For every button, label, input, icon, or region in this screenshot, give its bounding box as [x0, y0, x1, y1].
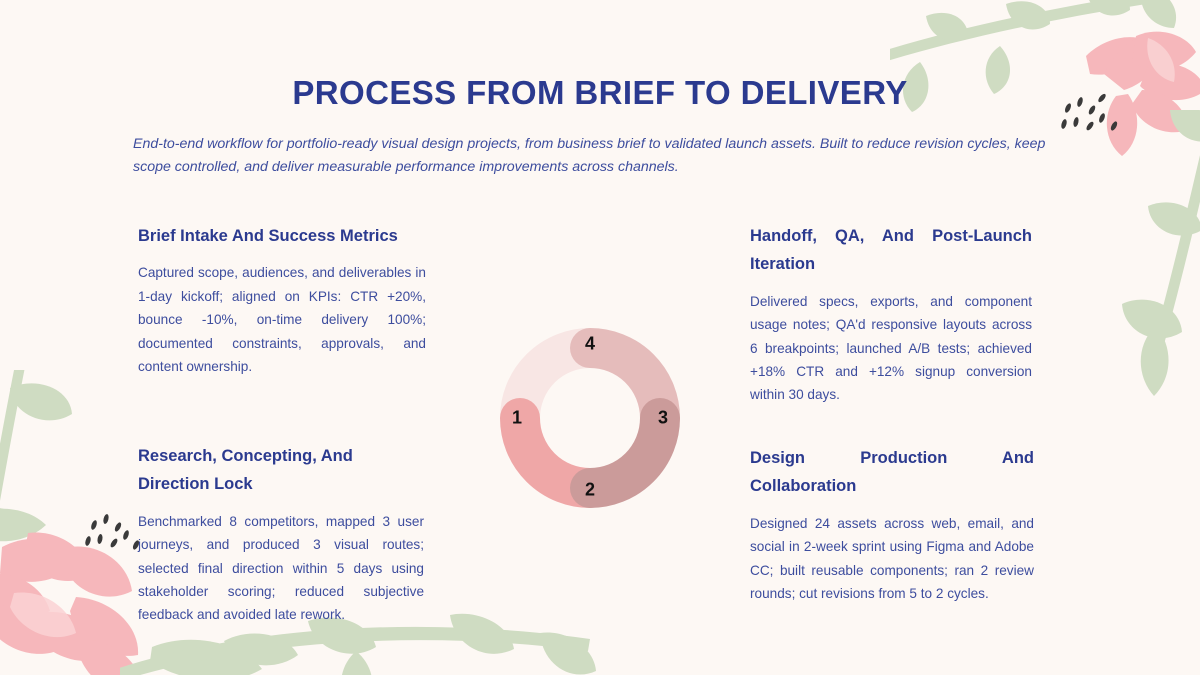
page-title: PROCESS FROM BRIEF TO DELIVERY — [292, 74, 908, 111]
step-1-heading: Brief Intake And Success Metrics — [138, 227, 398, 245]
donut-label-1: 1 — [511, 407, 523, 428]
donut-segment-2 — [570, 398, 680, 508]
process-step-3: Handoff, QA, And Post-Launch Iteration D… — [750, 222, 1032, 407]
step-2-heading: Research, Concepting, And Direction Lock — [138, 447, 353, 494]
process-donut-chart: 1 2 3 4 — [470, 298, 710, 538]
step-3-heading: Handoff, QA, And Post-Launch Iteration — [750, 227, 1032, 274]
page-subtitle: End-to-end workflow for portfolio-ready … — [133, 136, 1046, 175]
donut-label-2: 2 — [584, 479, 596, 500]
donut-svg — [500, 328, 680, 508]
process-step-2: Research, Concepting, And Direction Lock… — [138, 442, 424, 627]
step-3-body: Delivered specs, exports, and component … — [750, 293, 1032, 403]
donut-label-3: 3 — [657, 407, 669, 428]
step-1-body: Captured scope, audiences, and deliverab… — [138, 265, 426, 374]
step-4-heading: Design Production And Collaboration — [750, 449, 1034, 496]
vine-left-icon — [0, 370, 72, 630]
donut-label-4: 4 — [584, 333, 596, 354]
step-4-body: Designed 24 assets across web, email, an… — [750, 515, 1034, 601]
process-step-1: Brief Intake And Success Metrics Capture… — [138, 222, 426, 378]
process-step-4: Design Production And Collaboration Desi… — [750, 444, 1034, 605]
step-2-body: Benchmarked 8 competitors, mapped 3 user… — [138, 513, 424, 623]
vine-right-icon — [1122, 110, 1200, 396]
